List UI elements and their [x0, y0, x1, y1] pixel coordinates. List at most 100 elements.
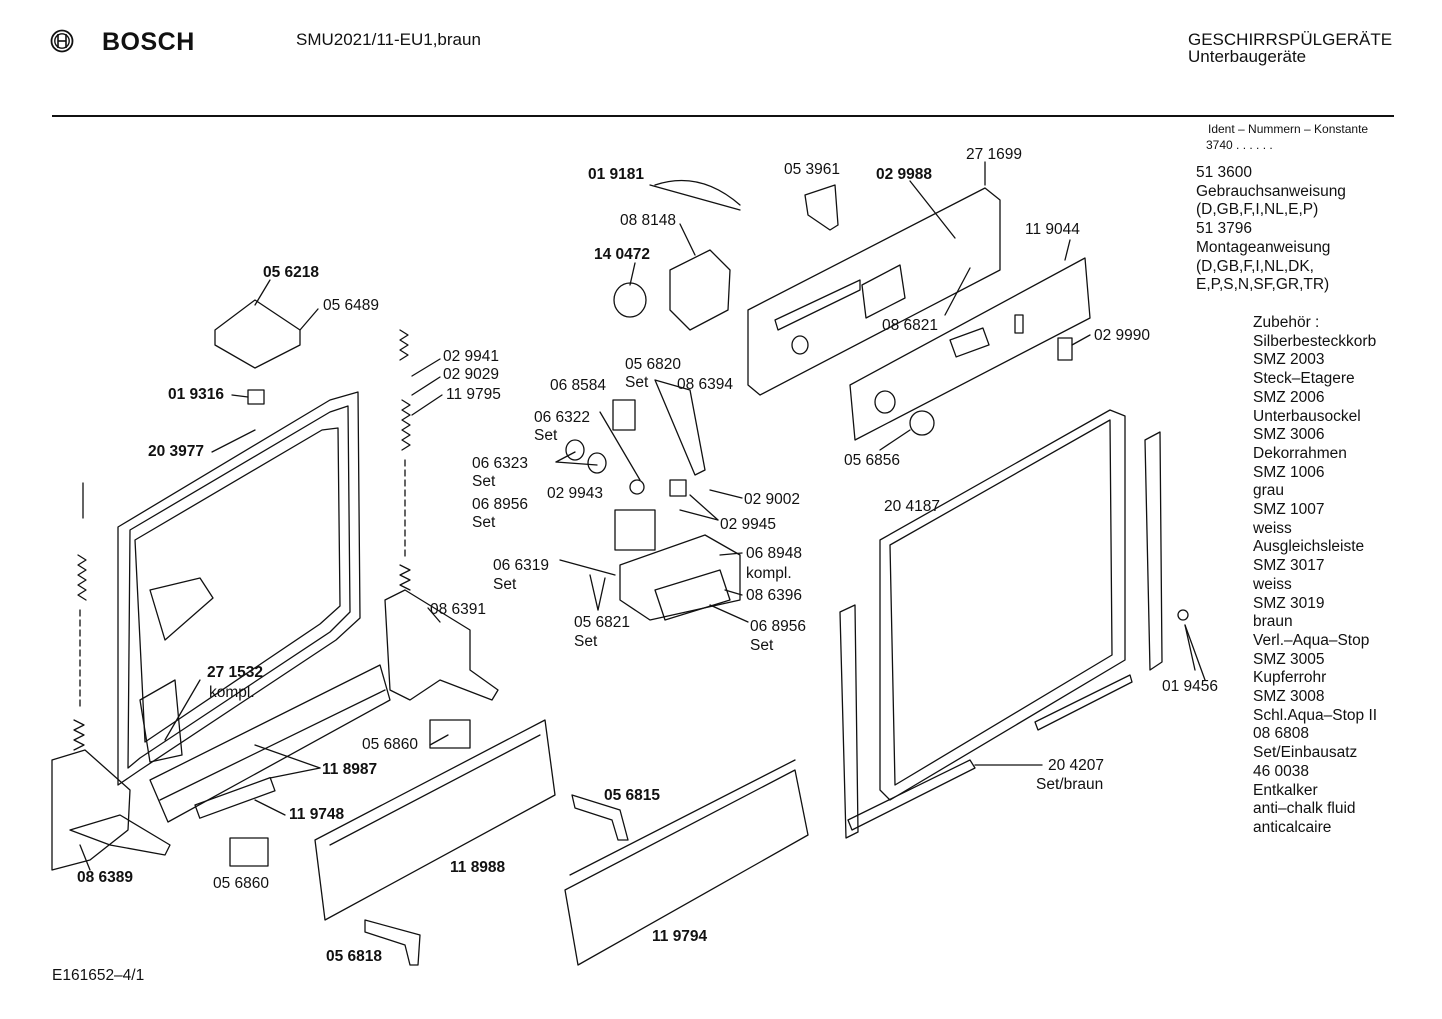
part-label: 08 8148 [620, 212, 677, 229]
accessory-line: Zubehör : [1253, 314, 1320, 331]
part-label: 06 8584 [550, 377, 607, 394]
part-label: Set [472, 514, 496, 531]
part-label: 14 0472 [594, 246, 651, 263]
part-label: 08 6389 [77, 869, 134, 886]
hinge-bracket-drawing [384, 589, 499, 701]
part-label: Set/braun [1036, 776, 1104, 793]
documents-line: E,P,S,N,SF,GR,TR) [1196, 276, 1330, 294]
part-label: 06 8948 [746, 545, 803, 562]
documents-line: (D,GB,F,I,NL,DK, [1196, 257, 1314, 275]
part-label: 08 6821 [882, 317, 939, 334]
part-label: 06 8956 [472, 496, 529, 513]
part-label: 11 9795 [446, 386, 501, 403]
part-label: 02 9988 [876, 166, 933, 183]
model-number: SMU2021/11-EU1,braun [296, 30, 481, 49]
part-label: 02 9029 [443, 366, 500, 383]
accessory-line: Ausgleichsleiste [1253, 538, 1365, 556]
center-spring-drawing [399, 329, 411, 591]
part-label: kompl. [746, 565, 792, 582]
part-label: 05 6856 [844, 452, 901, 469]
accessory-line: Entkalker [1253, 781, 1318, 799]
accessory-line: SMZ 1006 [1253, 463, 1325, 481]
accessory-line: Dekorrahmen [1253, 444, 1347, 462]
part-label: 11 8988 [450, 859, 506, 876]
accessory-line: SMZ 3019 [1253, 594, 1325, 612]
accessory-line: 08 6808 [1253, 725, 1310, 743]
accessory-line: weiss [1253, 519, 1292, 537]
hinge-drawing [51, 749, 171, 871]
fascia-drawing [849, 257, 1091, 441]
part-label: 05 6815 [604, 787, 661, 804]
part-label: 01 9316 [168, 386, 225, 403]
part-label: 11 8987 [322, 761, 378, 778]
part-label: Set [750, 637, 774, 654]
part-label: 08 6396 [746, 587, 803, 604]
part-label: Set [493, 576, 517, 593]
part-label: 08 6391 [430, 601, 487, 618]
part-label: 02 9941 [443, 348, 500, 365]
part-label: 05 6821 [574, 614, 631, 631]
part-label: 02 9002 [744, 491, 801, 508]
rail-drawing [149, 664, 391, 823]
part-label: 05 6860 [362, 736, 419, 753]
part-label: 06 6319 [493, 557, 550, 574]
part-label: Set [625, 374, 649, 391]
part-label: 05 6489 [323, 297, 380, 314]
documents-list: 51 3600 Gebrauchsanweisung (D,GB,F,I,NL,… [1196, 164, 1346, 295]
door-panel-drawing [879, 409, 1126, 801]
part-label: 06 8956 [750, 618, 807, 635]
part-label: 05 6860 [213, 875, 270, 892]
accessory-line: Schl.Aqua–Stop II [1253, 706, 1378, 724]
part-label: Set [534, 427, 558, 444]
documents-line: Montageanweisung [1196, 238, 1331, 256]
part-label: 05 6818 [326, 948, 383, 965]
kick-plate-drawing [314, 719, 556, 921]
category-title: GESCHIRRSPÜLGERÄTE [1188, 30, 1393, 49]
part-label: 06 6323 [472, 455, 529, 472]
bosch-logo-icon [50, 29, 74, 58]
part-label: 20 4187 [884, 498, 941, 515]
part-label: 20 3977 [148, 443, 205, 460]
leader-lines [79, 161, 1206, 871]
part-label: 01 9456 [1162, 678, 1219, 695]
accessory-line: weiss [1253, 575, 1292, 593]
plinth-drawing [564, 759, 809, 966]
accessory-line: SMZ 2006 [1253, 388, 1325, 406]
part-label: 08 6394 [677, 376, 734, 393]
accessory-line: Verl.–Aqua–Stop [1253, 631, 1370, 649]
accessories-list: Zubehör : Silberbesteckkorb SMZ 2003 Ste… [1253, 314, 1377, 838]
ident-label: Ident – Nummern – Konstante [1208, 122, 1369, 136]
brand-name: BOSCH [102, 28, 195, 56]
part-label: 11 9044 [1025, 221, 1080, 238]
part-label: 05 6218 [263, 264, 320, 281]
ident-value: 3740 . . . . . . [1206, 138, 1273, 152]
accessory-line: grau [1253, 482, 1285, 500]
part-label: 05 6820 [625, 356, 682, 373]
part-label: 27 1532 [207, 664, 264, 681]
part-label: 20 4207 [1048, 757, 1105, 774]
part-label: 06 6322 [534, 409, 591, 426]
accessory-line: anti–chalk fluid [1253, 800, 1356, 818]
part-label: kompl. [209, 684, 255, 701]
category-subtitle: Unterbaugeräte [1188, 47, 1307, 66]
part-label: 02 9990 [1094, 327, 1151, 344]
accessory-line: SMZ 3017 [1253, 557, 1325, 575]
accessory-line: SMZ 3006 [1253, 426, 1325, 444]
part-label: 11 9794 [652, 928, 708, 945]
part-label: 02 9943 [547, 485, 604, 502]
accessory-line: SMZ 2003 [1253, 351, 1325, 369]
accessory-line: Steck–Etagere [1253, 370, 1355, 388]
part-label: 01 9181 [588, 166, 645, 183]
accessory-line: anticalcaire [1253, 818, 1332, 836]
accessory-line: Kupferrohr [1253, 669, 1327, 687]
accessory-line: SMZ 3005 [1253, 650, 1325, 668]
part-label: 02 9945 [720, 516, 777, 533]
documents-line: 51 3796 [1196, 220, 1253, 238]
accessory-line: Unterbausockel [1253, 407, 1361, 425]
accessory-line: braun [1253, 613, 1293, 631]
control-panel-drawing [747, 187, 1001, 396]
documents-line: (D,GB,F,I,NL,E,P) [1196, 201, 1319, 219]
accessory-line: Silberbesteckkorb [1253, 332, 1377, 350]
part-label: 27 1699 [966, 146, 1023, 163]
